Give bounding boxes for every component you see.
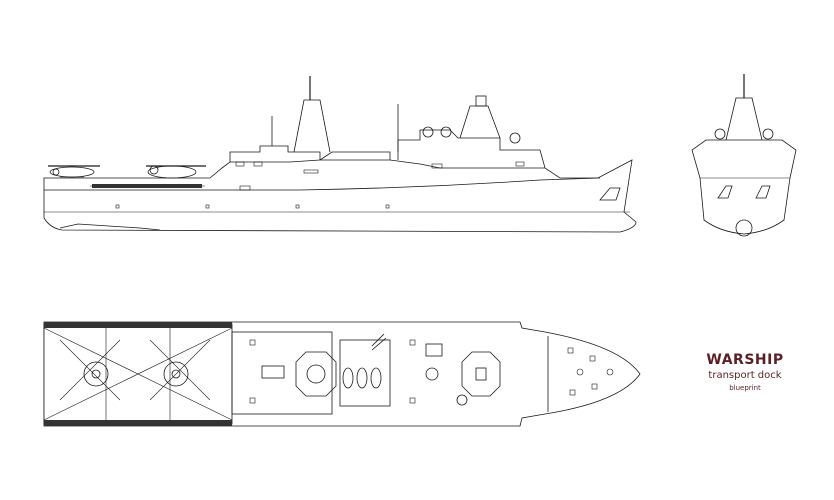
front-view	[691, 74, 797, 237]
octagon-fwd	[461, 351, 501, 397]
deck-outline	[43, 321, 641, 427]
landing-spot-aft	[83, 361, 109, 387]
deck-line	[44, 177, 601, 191]
top-view	[43, 321, 641, 427]
mast-aft	[293, 99, 331, 153]
title-main: WARSHIP	[706, 352, 784, 368]
superstructure-aft	[229, 145, 321, 162]
mast-fwd	[459, 105, 501, 139]
landing-spot-fwd	[163, 361, 189, 387]
helicopter-aft	[48, 165, 100, 178]
title-note: blueprint	[729, 384, 761, 392]
front-mast	[725, 97, 763, 141]
hull-outline	[43, 159, 637, 233]
side-view	[43, 76, 637, 233]
title-sub: transport dock	[708, 370, 782, 381]
octagon-aft	[295, 351, 337, 397]
superstructure-fwd	[397, 129, 546, 169]
helicopter-fwd	[146, 165, 206, 179]
landing-craft	[59, 223, 161, 231]
front-hull	[691, 139, 797, 235]
